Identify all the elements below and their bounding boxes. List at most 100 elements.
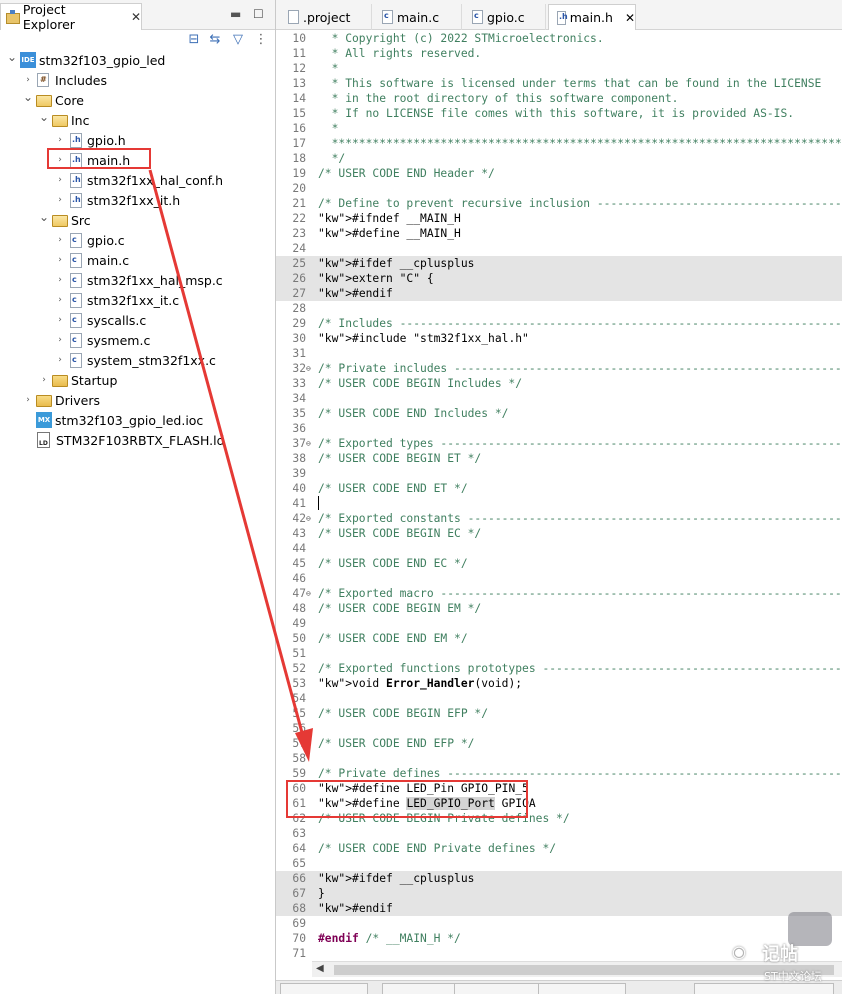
code-line[interactable]: 53"kw">void Error_Handler(void);	[276, 676, 842, 691]
code-line[interactable]: 66"kw">#ifdef __cplusplus	[276, 871, 842, 886]
code-line[interactable]: 14 * in the root directory of this softw…	[276, 91, 842, 106]
code-line[interactable]: 23"kw">#define __MAIN_H	[276, 226, 842, 241]
expand-arrow-icon[interactable]: ⌄	[38, 210, 50, 224]
collapse-arrow-icon[interactable]: ›	[58, 195, 62, 205]
collapse-arrow-icon[interactable]: ›	[58, 255, 62, 265]
code-line[interactable]: 45/* USER CODE END EC */	[276, 556, 842, 571]
minimize-icon[interactable]: ▬	[230, 7, 242, 21]
code-line[interactable]: 49	[276, 616, 842, 631]
code-line[interactable]: 58	[276, 751, 842, 766]
filter-icon[interactable]: ▽	[233, 32, 243, 47]
code-line[interactable]: 29/* Includes --------------------------…	[276, 316, 842, 331]
code-line[interactable]: 59/* Private defines -------------------…	[276, 766, 842, 781]
tab-project-explorer[interactable]: Project Explorer ✕	[0, 2, 142, 32]
code-line[interactable]: 55/* USER CODE BEGIN EFP */	[276, 706, 842, 721]
editor-tab[interactable]: .project	[280, 4, 372, 30]
code-line[interactable]: 32⊖/* Private includes -----------------…	[276, 361, 842, 376]
code-line[interactable]: 44	[276, 541, 842, 556]
collapse-arrow-icon[interactable]: ›	[58, 275, 62, 285]
bottom-tab[interactable]	[454, 983, 542, 994]
code-line[interactable]: 65	[276, 856, 842, 871]
maximize-icon[interactable]: ☐	[253, 7, 264, 21]
code-line[interactable]: 39	[276, 466, 842, 481]
code-line[interactable]: 34	[276, 391, 842, 406]
code-line[interactable]: 67}	[276, 886, 842, 901]
collapse-arrow-icon[interactable]: ›	[26, 75, 30, 85]
code-line[interactable]: 22"kw">#ifndef __MAIN_H	[276, 211, 842, 226]
code-line[interactable]: 60"kw">#define LED_Pin GPIO_PIN_5	[276, 781, 842, 796]
collapse-arrow-icon[interactable]: ›	[26, 395, 30, 405]
fold-toggle-icon[interactable]: ⊖	[306, 439, 311, 448]
code-line[interactable]: 21/* Define to prevent recursive inclusi…	[276, 196, 842, 211]
code-line[interactable]: 28	[276, 301, 842, 316]
tree-item[interactable]: ›#Includes	[22, 70, 107, 90]
code-line[interactable]: 27"kw">#endif	[276, 286, 842, 301]
collapse-arrow-icon[interactable]: ›	[58, 135, 62, 145]
code-line[interactable]: 48/* USER CODE BEGIN EM */	[276, 601, 842, 616]
code-line[interactable]: 70#endif /* __MAIN_H */	[276, 931, 842, 946]
fold-toggle-icon[interactable]: ⊖	[306, 589, 311, 598]
code-line[interactable]: 13 * This software is licensed under ter…	[276, 76, 842, 91]
tree-item[interactable]: ⌄Src	[38, 210, 91, 230]
close-icon[interactable]: ✕	[130, 10, 141, 24]
bottom-tab[interactable]	[694, 983, 834, 994]
code-line[interactable]: 61"kw">#define LED_GPIO_Port GPIOA	[276, 796, 842, 811]
tree-item[interactable]: ›Drivers	[22, 390, 100, 410]
code-line[interactable]: 63	[276, 826, 842, 841]
code-line[interactable]: 50/* USER CODE END EM */	[276, 631, 842, 646]
code-line[interactable]: 10 * Copyright (c) 2022 STMicroelectroni…	[276, 31, 842, 46]
fold-toggle-icon[interactable]: ⊖	[306, 364, 311, 373]
code-line[interactable]: 33/* USER CODE BEGIN Includes */	[276, 376, 842, 391]
expand-arrow-icon[interactable]: ⌄	[38, 110, 50, 124]
bottom-tab[interactable]	[280, 983, 368, 994]
collapse-arrow-icon[interactable]: ›	[58, 355, 62, 365]
code-line[interactable]: 47⊖/* Exported macro -------------------…	[276, 586, 842, 601]
view-menu-icon[interactable]: ⋮	[254, 32, 268, 47]
code-line[interactable]: 25"kw">#ifdef __cplusplus	[276, 256, 842, 271]
code-line[interactable]: 69	[276, 916, 842, 931]
code-line[interactable]: 15 * If no LICENSE file comes with this …	[276, 106, 842, 121]
tree-item[interactable]: ›Startup	[38, 370, 117, 390]
code-line[interactable]: 18 */	[276, 151, 842, 166]
code-line[interactable]: 37⊖/* Exported types -------------------…	[276, 436, 842, 451]
collapse-arrow-icon[interactable]: ›	[42, 375, 46, 385]
horizontal-scrollbar[interactable]: ◀	[312, 961, 842, 977]
code-line[interactable]: 30"kw">#include "stm32f1xx_hal.h"	[276, 331, 842, 346]
code-line[interactable]: 40/* USER CODE END ET */	[276, 481, 842, 496]
tree-item[interactable]: ⌄Inc	[38, 110, 90, 130]
code-line[interactable]: 54	[276, 691, 842, 706]
collapse-all-icon[interactable]: ⊟	[188, 32, 200, 47]
code-line[interactable]: 17 *************************************…	[276, 136, 842, 151]
collapse-arrow-icon[interactable]: ›	[58, 155, 62, 165]
collapse-arrow-icon[interactable]: ›	[58, 315, 62, 325]
expand-arrow-icon[interactable]: ⌄	[6, 50, 18, 64]
code-line[interactable]: 24	[276, 241, 842, 256]
code-line[interactable]: 11 * All rights reserved.	[276, 46, 842, 61]
code-line[interactable]: 68"kw">#endif	[276, 901, 842, 916]
code-line[interactable]: 42⊖/* Exported constants ---------------…	[276, 511, 842, 526]
code-line[interactable]: 57/* USER CODE END EFP */	[276, 736, 842, 751]
collapse-arrow-icon[interactable]: ›	[58, 295, 62, 305]
code-line[interactable]: 31	[276, 346, 842, 361]
code-line[interactable]: 26"kw">extern "C" {	[276, 271, 842, 286]
code-line[interactable]: 38/* USER CODE BEGIN ET */	[276, 451, 842, 466]
code-line[interactable]: 71	[276, 946, 842, 961]
code-line[interactable]: 41	[276, 496, 842, 511]
code-line[interactable]: 16 *	[276, 121, 842, 136]
code-line[interactable]: 20	[276, 181, 842, 196]
code-line[interactable]: 52/* Exported functions prototypes -----…	[276, 661, 842, 676]
code-line[interactable]: 56	[276, 721, 842, 736]
